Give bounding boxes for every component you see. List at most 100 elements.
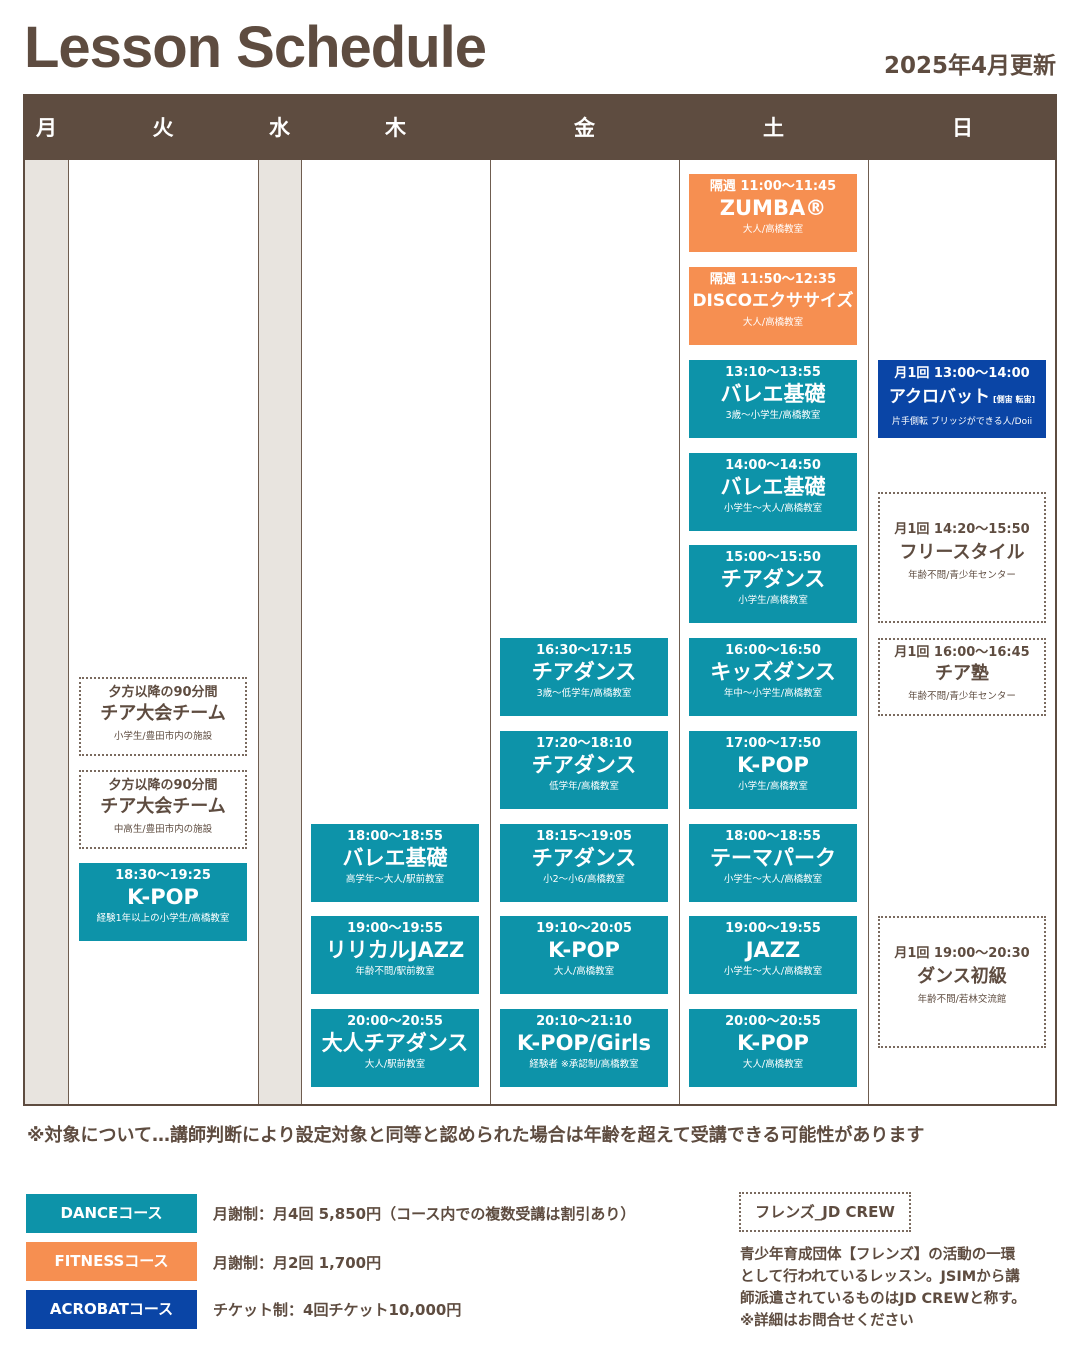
day-sat: 土 xyxy=(763,116,784,140)
lesson-time: 16:00〜16:50 xyxy=(725,643,821,658)
lesson-block: 18:15〜19:05 チアダンス 小2〜小6/高橋教室 xyxy=(500,824,668,902)
lesson-target: 年中〜小学生/高橋教室 xyxy=(723,688,823,699)
lesson-block: 月1回 19:00〜20:30 ダンス初級 年齢不問/若林交流館 xyxy=(878,916,1046,1048)
lesson-name: チア塾 xyxy=(935,663,989,684)
day-fri: 金 xyxy=(574,116,595,140)
lesson-time: 隔週 11:00〜11:45 xyxy=(709,179,837,194)
lesson-block: 20:10〜21:10 K-POP/Girls 経験者 ※承認制/高橋教室 xyxy=(500,1009,668,1087)
lesson-target: 経験者 ※承認制/高橋教室 xyxy=(529,1059,639,1070)
legend-acrobat-price: チケット制：4回チケット10,000円 xyxy=(213,1301,462,1319)
lesson-target: 小学生〜大人/高橋教室 xyxy=(723,874,823,885)
lesson-target: 年齢不問/若林交流館 xyxy=(917,994,1007,1005)
lesson-name: テーマパーク xyxy=(710,846,836,870)
lesson-name: チアダンス xyxy=(531,660,637,684)
column-sat xyxy=(679,160,868,1104)
legend-fitness-badge: FITNESSコース xyxy=(26,1242,197,1281)
lesson-block: 20:00〜20:55 大人チアダンス 大人/駅前教室 xyxy=(311,1009,479,1087)
lesson-block: 夕方以降の90分間 チア大会チーム 小学生/豊田市内の施設 xyxy=(79,677,247,756)
lesson-name: K-POP/Girls xyxy=(517,1031,651,1055)
lesson-target: 大人/高橋教室 xyxy=(742,317,804,328)
lesson-time: 18:30〜19:25 xyxy=(115,868,211,883)
lesson-name: バレエ基礎 xyxy=(720,475,826,499)
lesson-name: チア大会チーム xyxy=(100,703,226,724)
page-title: Lesson Schedule xyxy=(24,15,487,80)
column-tue xyxy=(68,160,258,1104)
lesson-target: 小学生/高橋教室 xyxy=(738,595,808,606)
lesson-name: チアダンス xyxy=(531,753,637,777)
crew-line: 師派遣されているものはJD CREWと称す。 xyxy=(740,1291,1026,1307)
updated-date: 2025年4月更新 xyxy=(883,53,1056,79)
lesson-time: 18:00〜18:55 xyxy=(347,829,443,844)
lesson-time: 夕方以降の90分間 xyxy=(108,778,218,793)
crew-line: として行われているレッスン。JSIMから講 xyxy=(740,1269,1020,1285)
lesson-name: チアダンス xyxy=(720,567,826,591)
lesson-time: 隔週 11:50〜12:35 xyxy=(709,272,837,287)
lesson-name: アクロバット xyxy=(888,387,991,407)
column-fri xyxy=(490,160,679,1104)
lesson-block: 夕方以降の90分間 チア大会チーム 中高生/豊田市内の施設 xyxy=(79,770,247,849)
lesson-time: 18:00〜18:55 xyxy=(725,829,821,844)
lesson-time: 14:00〜14:50 xyxy=(725,458,821,473)
lesson-target: 片手側転 ブリッジができる人/Doii xyxy=(891,417,1033,427)
lesson-block: 17:20〜18:10 チアダンス 低学年/高橋教室 xyxy=(500,731,668,809)
lesson-block: 月1回 13:00〜14:00 アクロバット[側宙 転宙] 片手側転 ブリッジが… xyxy=(878,360,1046,438)
crew-label: フレンズ_JD CREW xyxy=(739,1192,911,1232)
lesson-block: 17:00〜17:50 K-POP 小学生/高橋教室 xyxy=(689,731,857,809)
lesson-target: 3歳〜低学年/高橋教室 xyxy=(536,688,632,699)
lesson-block: 隔週 11:50〜12:35 DISCOエクササイズ 大人/高橋教室 xyxy=(689,267,857,345)
lesson-time: 18:15〜19:05 xyxy=(536,829,632,844)
lesson-block: 19:00〜19:55 リリカルJAZZ 年齢不問/駅前教室 xyxy=(311,916,479,994)
lesson-time: 20:00〜20:55 xyxy=(347,1014,443,1029)
lesson-time: 13:10〜13:55 xyxy=(725,365,821,380)
lesson-time: 19:10〜20:05 xyxy=(536,921,632,936)
lesson-name: フリースタイル xyxy=(899,542,1025,563)
lesson-block: 18:00〜18:55 テーマパーク 小学生〜大人/高橋教室 xyxy=(689,824,857,902)
lesson-target: 高学年〜大人/駅前教室 xyxy=(345,874,445,885)
lesson-target: 年齢不問/青少年センター xyxy=(908,570,1016,581)
legend-acrobat-badge: ACROBATコース xyxy=(26,1290,197,1329)
crew-line: 青少年育成団体【フレンズ】の活動の一環 xyxy=(740,1247,1016,1263)
lesson-target: 年齢不問/駅前教室 xyxy=(355,966,435,977)
lesson-time: 19:00〜19:55 xyxy=(725,921,821,936)
day-wed: 水 xyxy=(269,116,290,140)
day-header: 月 火 水 木 金 土 日 xyxy=(25,96,1055,160)
column-mon xyxy=(25,160,68,1104)
lesson-block: 19:00〜19:55 JAZZ 小学生〜大人/高橋教室 xyxy=(689,916,857,994)
lesson-time: 17:20〜18:10 xyxy=(536,736,632,751)
legend-dance-badge: DANCEコース xyxy=(26,1194,197,1233)
lesson-time: 夕方以降の90分間 xyxy=(108,685,218,700)
lesson-block: 14:00〜14:50 バレエ基礎 小学生〜大人/高橋教室 xyxy=(689,453,857,531)
lesson-target: 大人/高橋教室 xyxy=(742,1059,804,1070)
lesson-block: 20:00〜20:55 K-POP 大人/高橋教室 xyxy=(689,1009,857,1087)
lesson-target: 中高生/豊田市内の施設 xyxy=(113,824,213,835)
crew-description: 青少年育成団体【フレンズ】の活動の一環 として行われているレッスン。JSIMから… xyxy=(740,1244,1060,1332)
lesson-time: 月1回 14:20〜15:50 xyxy=(894,522,1030,537)
lesson-name: JAZZ xyxy=(745,938,801,962)
column-sun xyxy=(868,160,1057,1104)
lesson-time: 17:00〜17:50 xyxy=(725,736,821,751)
lesson-target: 年齢不問/青少年センター xyxy=(908,691,1016,702)
lesson-name: ZUMBA® xyxy=(719,196,827,220)
day-tue: 火 xyxy=(152,116,174,140)
day-sun: 日 xyxy=(952,116,973,140)
lesson-block: 18:30〜19:25 K-POP 経験1年以上の小学生/高橋教室 xyxy=(79,863,247,941)
lesson-target: 大人/高橋教室 xyxy=(742,224,804,235)
lesson-target: 大人/高橋教室 xyxy=(553,966,615,977)
lesson-block: 月1回 14:20〜15:50 フリースタイル 年齢不問/青少年センター xyxy=(878,492,1046,623)
lesson-block: 15:00〜15:50 チアダンス 小学生/高橋教室 xyxy=(689,545,857,623)
lesson-target: 小学生〜大人/高橋教室 xyxy=(723,966,823,977)
lesson-name: キッズダンス xyxy=(710,660,836,684)
lesson-name: K-POP xyxy=(548,938,620,962)
lesson-target: 経験1年以上の小学生/高橋教室 xyxy=(96,913,230,924)
lesson-block: 18:00〜18:55 バレエ基礎 高学年〜大人/駅前教室 xyxy=(311,824,479,902)
lesson-block: 19:10〜20:05 K-POP 大人/高橋教室 xyxy=(500,916,668,994)
column-thu xyxy=(301,160,490,1104)
lesson-target: 大人/駅前教室 xyxy=(364,1059,426,1070)
lesson-name: バレエ基礎 xyxy=(342,846,448,870)
lesson-target: 小学生/高橋教室 xyxy=(738,781,808,792)
lesson-block: 13:10〜13:55 バレエ基礎 3歳〜小学生/高橋教室 xyxy=(689,360,857,438)
lesson-name: チア大会チーム xyxy=(100,796,226,817)
lesson-name: リリカルJAZZ xyxy=(325,938,465,962)
crew-line: ※詳細はお問合せください xyxy=(740,1313,914,1329)
lesson-time: 月1回 19:00〜20:30 xyxy=(894,946,1030,961)
